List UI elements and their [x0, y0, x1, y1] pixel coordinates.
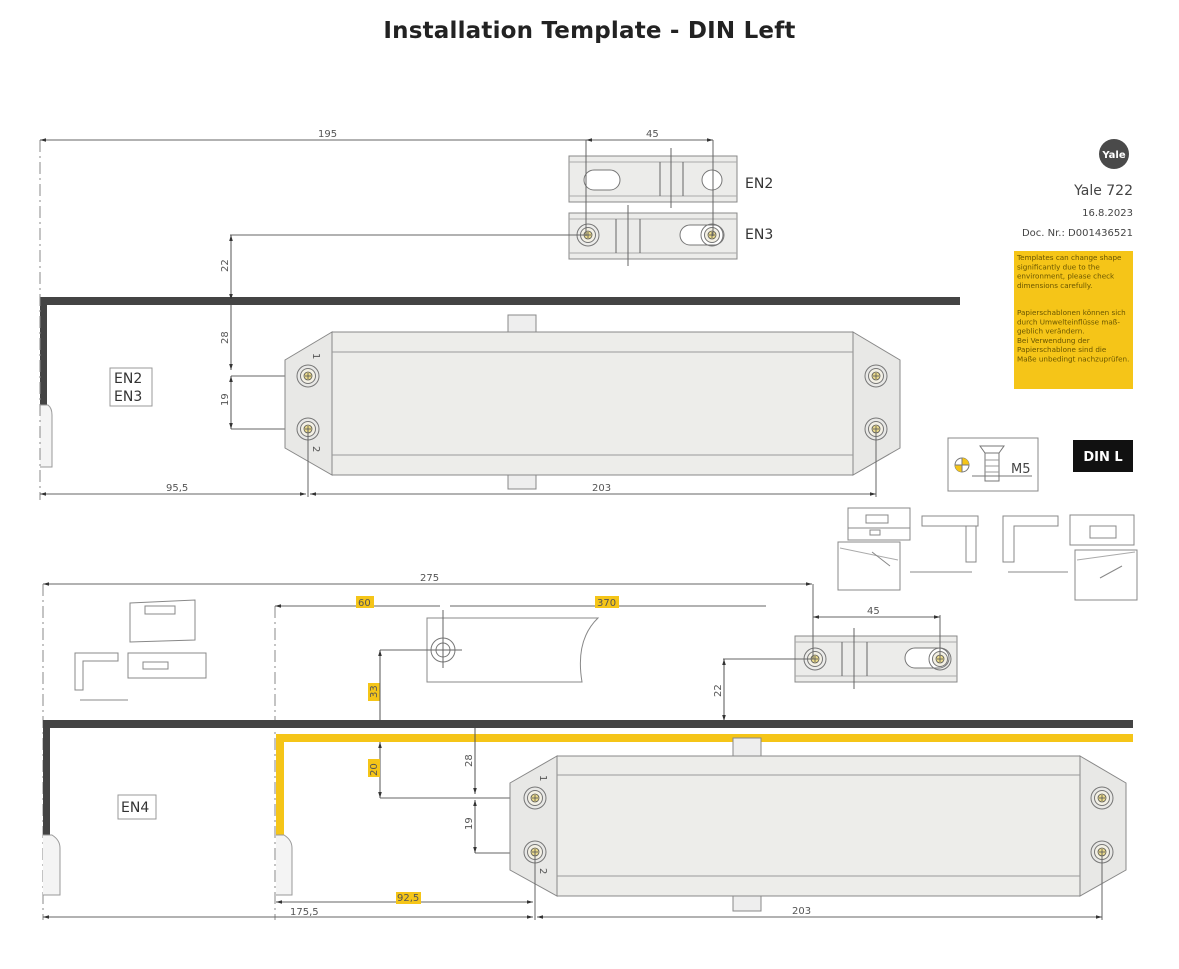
- hole-number-1-top: 1: [310, 353, 321, 359]
- dim-28-bottom: 28: [464, 754, 475, 767]
- yellow-profile-post: [276, 734, 284, 836]
- page-title: Installation Template - DIN Left: [383, 18, 796, 44]
- info-panel: Yale Yale 722 16.8.2023 Doc. Nr.: D00143…: [837, 139, 1138, 601]
- bracket-en4: [794, 628, 958, 689]
- warning-line: Papierschablone sind die: [1017, 345, 1107, 354]
- warning-line: Templates can change shape: [1016, 253, 1122, 262]
- screw-size-label: M5: [1011, 462, 1031, 477]
- doc-number: Doc. Nr.: D001436521: [1022, 228, 1133, 239]
- glazing-sketch: [74, 599, 207, 701]
- screw-spec-icon: [947, 437, 1039, 492]
- bracket-en3: [568, 205, 738, 266]
- warning-box: [1014, 251, 1133, 389]
- dim-22-top: 22: [220, 259, 231, 272]
- model-name: Yale 722: [1073, 183, 1133, 199]
- dim-45-top: 45: [646, 129, 659, 140]
- frame-top-bar-bottom: [43, 720, 1133, 728]
- dim-19-bottom: 19: [464, 817, 475, 830]
- hole-number-1-bottom: 1: [537, 775, 548, 781]
- dim-22-bottom: 22: [713, 684, 724, 697]
- yellow-profile-bar: [276, 734, 1133, 742]
- dim-275: 275: [420, 573, 439, 584]
- warning-line: Papierschablonen können sich: [1017, 308, 1126, 317]
- dim-28-top: 28: [220, 331, 231, 344]
- warning-line: significantly due to the: [1017, 262, 1100, 271]
- warning-line: Bei Verwendung der: [1017, 336, 1090, 345]
- door-closer-body-bottom: [509, 737, 1127, 912]
- mounting-sketches: [837, 507, 1138, 601]
- warning-line: durch Umwelteinflüsse maß-: [1017, 317, 1120, 326]
- hinge-shape: [40, 404, 53, 468]
- dim-175-5: 175,5: [290, 907, 319, 918]
- label-en3: EN3: [745, 227, 773, 243]
- body-label-en4: EN4: [121, 800, 149, 816]
- arm-shape: [380, 610, 600, 683]
- warning-line: Maße unbedingt nachzuprüfen.: [1017, 355, 1129, 364]
- doc-date: 16.8.2023: [1082, 208, 1133, 219]
- dim-45-bottom: 45: [867, 606, 880, 617]
- bottom-section: 275 60 370 33: [42, 573, 1133, 920]
- din-l-badge: [1073, 440, 1133, 472]
- label-en2: EN2: [745, 176, 773, 192]
- frame-left-post: [40, 297, 47, 407]
- dim-33: 33: [369, 685, 380, 698]
- yale-logo: [1099, 139, 1129, 169]
- warning-line: geblich verändern.: [1017, 327, 1085, 336]
- body-label-en3: EN3: [114, 389, 142, 405]
- yale-logo-text: Yale: [1101, 150, 1125, 161]
- frame-top-bar: [40, 297, 960, 305]
- frame-left-post-bottom: [43, 720, 50, 837]
- top-section: 195 EN2 EN3 45: [39, 129, 960, 500]
- hole-number-2-top: 2: [310, 446, 321, 452]
- dim-19-top: 19: [220, 393, 231, 406]
- dim-20: 20: [369, 763, 380, 776]
- dim-95-5: 95,5: [166, 483, 188, 494]
- warning-line: dimensions carefully.: [1017, 281, 1092, 290]
- bracket-en2: [568, 148, 738, 208]
- dim-203-top: 203: [592, 483, 611, 494]
- body-label-en2: EN2: [114, 371, 142, 387]
- dim-92-5: 92,5: [397, 893, 419, 904]
- din-l-badge-text: DIN L: [1083, 450, 1122, 465]
- dim-203-bottom: 203: [792, 906, 811, 917]
- warning-line: environment, please check: [1017, 272, 1115, 281]
- door-closer-body-top: [284, 314, 901, 490]
- dim-370: 370: [597, 598, 616, 609]
- dim-60: 60: [358, 598, 371, 609]
- dim-195: 195: [318, 129, 337, 140]
- hole-number-2-bottom: 2: [537, 868, 548, 874]
